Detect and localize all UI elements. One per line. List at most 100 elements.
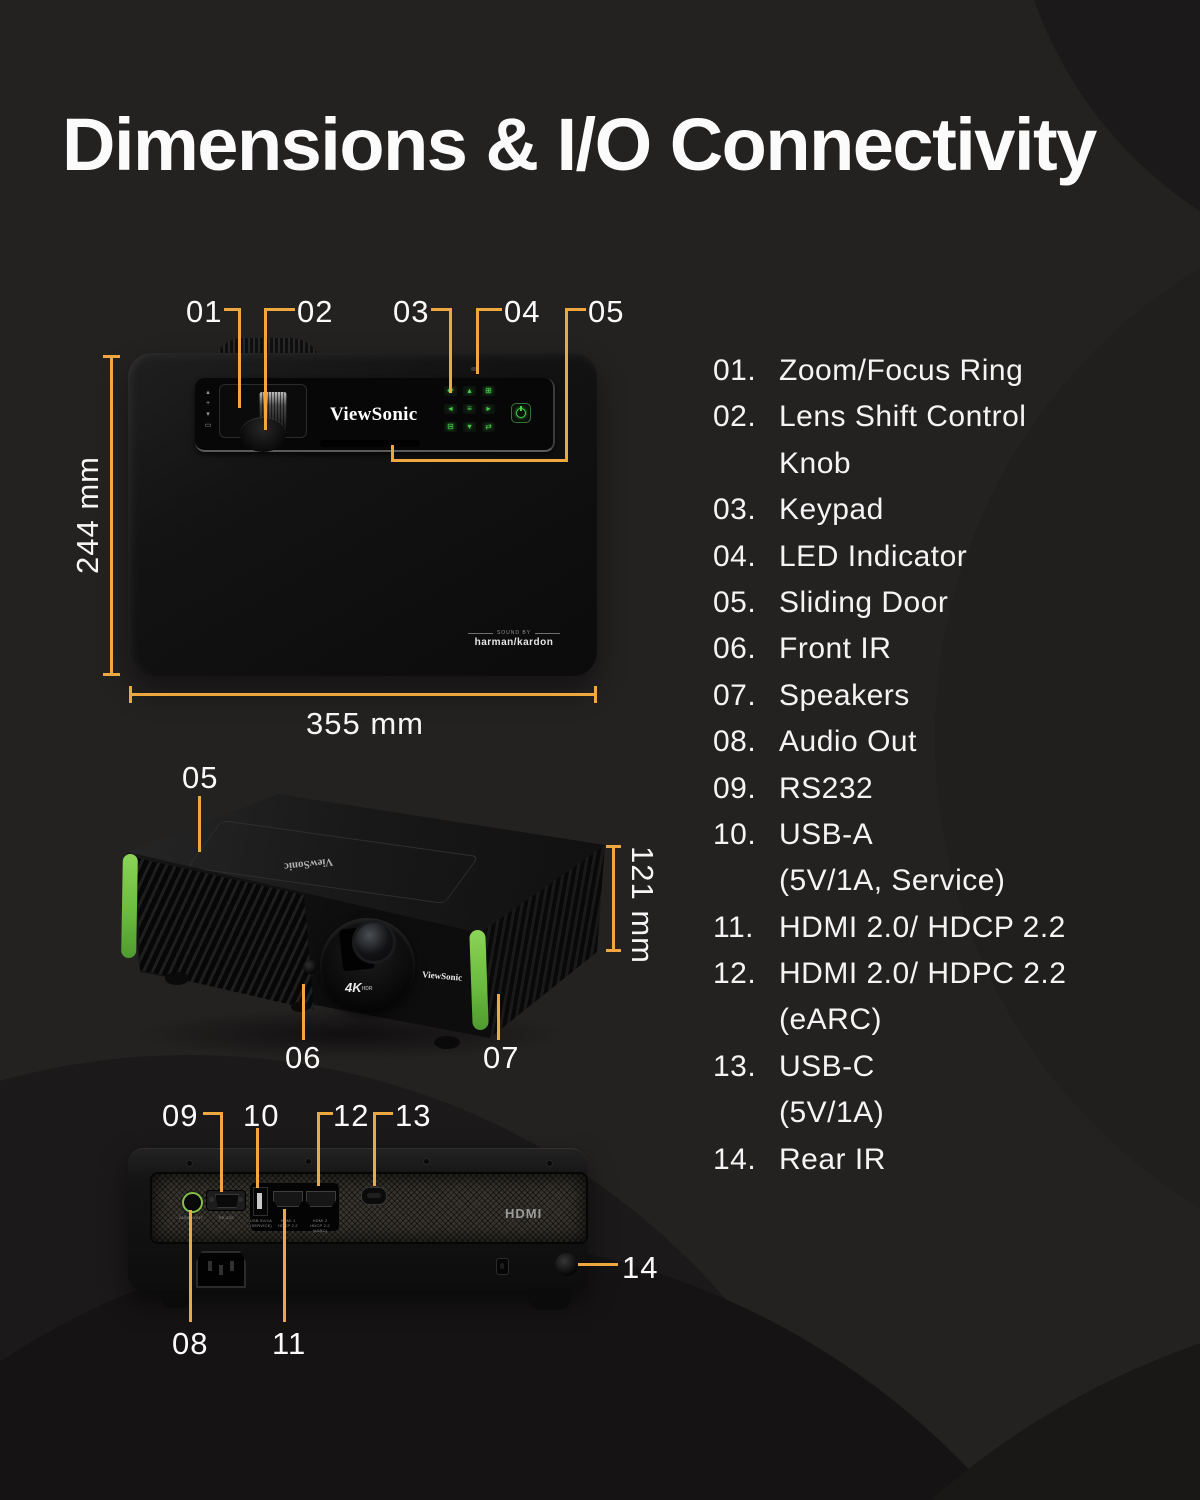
rear-screw-1 [186, 1160, 193, 1167]
legend-item: (5V/1A) [713, 1096, 1183, 1142]
legend-item-label: Zoom/Focus Ring [779, 354, 1024, 387]
legend-item-label: Knob [779, 446, 852, 480]
legend-item-number: 09. [713, 771, 757, 805]
legend-item-label: Speakers [779, 678, 910, 712]
rear-foot-right [528, 1288, 572, 1310]
legend-item: 02. Lens Shift Control [713, 400, 1183, 446]
lens-shift-cross-icon: + [205, 400, 211, 407]
kensington-lock-slot [496, 1258, 509, 1275]
lens-shift-icons: ▴ + ▾ ▭ [199, 387, 217, 431]
keypad-key: ▴ [463, 386, 476, 396]
callout-05: 05 [588, 294, 625, 329]
lens-glass [352, 920, 396, 964]
callout-side-05: 05 [182, 760, 219, 795]
power-pin-center [219, 1265, 223, 1275]
callout-14: 14 [622, 1250, 659, 1285]
keypad-key: ≡ [463, 404, 476, 414]
dim-height-label: 244 mm [70, 456, 105, 574]
callout-10: 10 [243, 1098, 280, 1133]
callout-07-line [497, 994, 500, 1040]
legend-item: 11. HDMI 2.0/ HDCP 2.2 [713, 911, 1183, 957]
power-button [511, 403, 531, 423]
callout-07: 07 [483, 1040, 520, 1075]
callout-06-line [302, 984, 305, 1040]
dim-width-cap-right [594, 686, 597, 703]
legend-item: Knob [713, 447, 1183, 493]
legend-item-label: LED Indicator [779, 539, 968, 573]
legend-item: 09. RS232 [713, 772, 1183, 818]
legend-item-number: 03. [713, 493, 757, 527]
legend-item: 06. Front IR [713, 632, 1183, 678]
keypad-key: ▸ [482, 404, 495, 414]
keypad-key: ⇄ [482, 422, 495, 432]
legend-item-label: Sliding Door [779, 585, 949, 619]
callout-13-line2 [373, 1112, 376, 1186]
dim-side-height-line [612, 846, 615, 951]
rs232-screw-right [238, 1197, 243, 1202]
legend-item: 03. Keypad [713, 493, 1183, 539]
callout-05-line2 [565, 308, 568, 462]
callout-11-line [283, 1209, 286, 1322]
callout-12: 12 [333, 1098, 370, 1133]
callout-14-line [578, 1263, 618, 1266]
legend-item: (5V/1A, Service) [713, 864, 1183, 910]
legend-list: 01. Zoom/Focus Ring 02. Lens Shift Contr… [713, 354, 1183, 1189]
legend-item: 10. USB-A [713, 818, 1183, 864]
legend-item: (eARC) [713, 1003, 1183, 1049]
legend-item-label: USB-C [779, 1049, 875, 1083]
dim-side-height-cap-bottom [606, 949, 621, 952]
hdmi2-port [306, 1191, 336, 1207]
callout-12-line2 [317, 1112, 320, 1186]
lens-shift-battery-icon: ▭ [204, 422, 212, 429]
legend-item-label: Rear IR [779, 1142, 886, 1176]
callout-side-05-line [198, 796, 201, 852]
dim-height-cap-top [103, 355, 120, 358]
callout-03-line [431, 308, 452, 311]
legend-item-number: 02. [713, 400, 757, 434]
callout-06: 06 [285, 1040, 322, 1075]
legend-item-number: 06. [713, 632, 757, 666]
keypad-key: ▾ [463, 422, 476, 432]
callout-08: 08 [172, 1326, 209, 1361]
legend-item-label: (5V/1A, Service) [779, 864, 1006, 898]
dim-width-cap-left [129, 686, 132, 703]
legend-item-number: 10. [713, 817, 757, 851]
legend-item-number: 07. [713, 678, 757, 712]
dim-width-line [130, 693, 597, 696]
rear-screw-3 [423, 1158, 430, 1165]
rear-speaker-mesh [150, 1172, 588, 1244]
callout-09-line2 [220, 1112, 223, 1192]
rs232-screw-left [209, 1197, 214, 1202]
power-pin-left [208, 1261, 212, 1271]
legend-item-label: HDMI 2.0/ HDPC 2.2 [779, 957, 1067, 991]
keypad-key: ⊞ [482, 386, 495, 396]
side-foot-mid [291, 1002, 309, 1012]
legend-item-number: 01. [713, 354, 757, 387]
sliding-door-handle [320, 440, 420, 447]
dim-height-line [110, 356, 113, 676]
callout-10-line [256, 1128, 259, 1188]
lens-shift-control-knob [240, 417, 286, 452]
rs232-dsub [215, 1194, 239, 1208]
legend-item: 12. HDMI 2.0/ HDPC 2.2 [713, 957, 1183, 1003]
legend-item-number: 14. [713, 1142, 757, 1176]
dim-side-height-label: 121 mm [625, 846, 660, 964]
usb-c-slot [367, 1193, 381, 1198]
callout-09-line [203, 1112, 223, 1115]
dim-width-label: 355 mm [306, 706, 424, 741]
rear-screw-2 [305, 1158, 312, 1165]
front-ir-sensor [303, 960, 317, 974]
callout-02: 02 [297, 294, 334, 329]
green-accent-left [121, 853, 138, 959]
callout-05-line4 [391, 445, 394, 462]
hdmi1-port [273, 1191, 303, 1207]
usb-a-tab [257, 1193, 262, 1209]
callout-03-line2 [449, 308, 452, 393]
hdmi-logo: HDMI [505, 1206, 543, 1221]
legend-item-label: (5V/1A) [779, 1096, 885, 1130]
callout-02-line [264, 308, 295, 311]
legend-item-label: (eARC) [779, 1003, 883, 1037]
legend-item-label: Audio Out [779, 725, 917, 759]
legend-item-label: Front IR [779, 632, 892, 666]
